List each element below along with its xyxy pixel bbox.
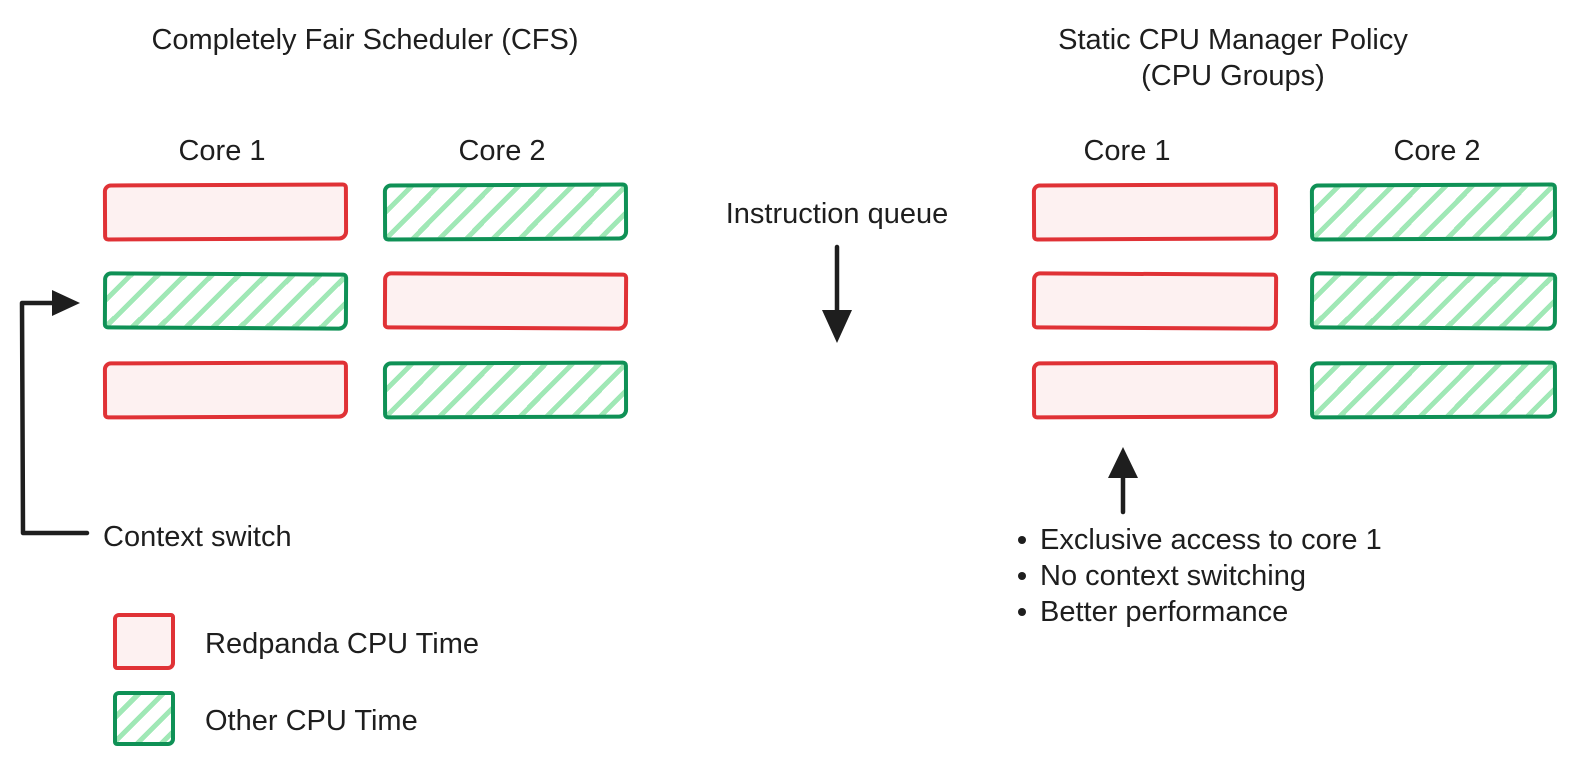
- timeslice-redpanda: [382, 271, 629, 331]
- timeslice-redpanda: [1031, 182, 1279, 242]
- benefit-item: No context switching: [1010, 558, 1382, 594]
- timeslice-redpanda: [1031, 271, 1279, 331]
- legend-label-other: Other CPU Time: [205, 705, 418, 737]
- cfs-core1-column: [102, 182, 349, 420]
- timeslice-redpanda: [102, 182, 349, 242]
- static-core2-column: [1309, 182, 1558, 420]
- benefit-item: Better performance: [1010, 594, 1382, 630]
- timeslice-other: [382, 360, 629, 420]
- benefit-item: Exclusive access to core 1: [1010, 522, 1382, 558]
- timeslice-other: [102, 271, 349, 331]
- instruction-queue-arrow: [822, 244, 852, 343]
- cfs-core2-label: Core 2: [458, 135, 546, 167]
- context-switch-label: Context switch: [103, 521, 292, 553]
- timeslice-other: [1309, 271, 1558, 331]
- instruction-queue-label: Instruction queue: [725, 198, 949, 230]
- cfs-title: Completely Fair Scheduler (CFS): [151, 24, 579, 56]
- timeslice-redpanda: [1031, 360, 1279, 420]
- timeslice-other: [382, 182, 629, 242]
- static-core1-label: Core 1: [1083, 135, 1171, 167]
- static-core2-label: Core 2: [1393, 135, 1481, 167]
- legend-label-redpanda: Redpanda CPU Time: [205, 628, 480, 660]
- context-switch-arrow: [19, 290, 90, 536]
- static-core1-column: [1031, 182, 1279, 420]
- static-policy-title-line1: Static CPU Manager Policy: [1058, 24, 1408, 56]
- cfs-core2-column: [382, 182, 629, 420]
- static-policy-title: Static CPU Manager Policy (CPU Groups): [973, 22, 1493, 94]
- exclusive-access-arrow: [1108, 447, 1138, 515]
- timeslice-other: [1309, 360, 1558, 420]
- static-policy-title-line2: (CPU Groups): [1141, 60, 1325, 92]
- static-policy-benefits-list: Exclusive access to core 1 No context sw…: [1010, 522, 1382, 630]
- legend-swatch-redpanda: [113, 613, 175, 670]
- legend-swatch-other: [113, 691, 175, 746]
- timeslice-other: [1309, 182, 1558, 242]
- cfs-core1-label: Core 1: [178, 135, 266, 167]
- timeslice-redpanda: [102, 360, 349, 420]
